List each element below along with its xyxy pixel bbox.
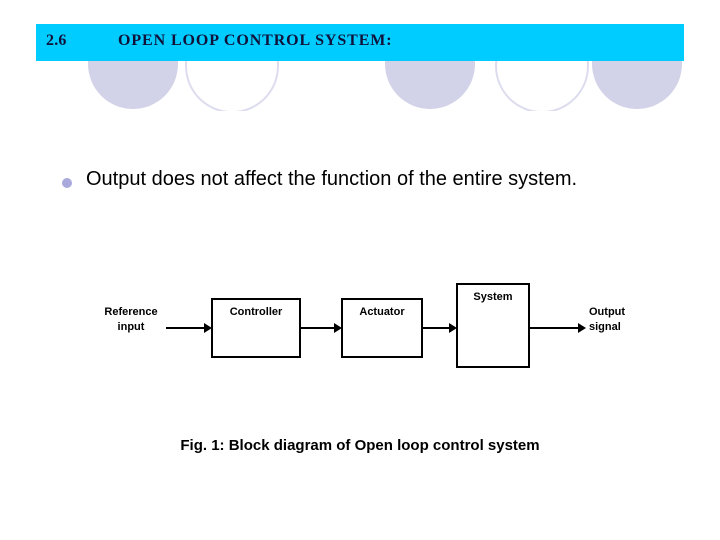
arrowhead-actuator-to-system-icon [449,323,457,333]
reference-input-label-line1: Reference [104,306,158,318]
block-actuator-label: Actuator [359,306,405,318]
bullet-list-item: Output does not affect the function of t… [58,168,698,202]
arrowhead-controller-to-actuator-icon [334,323,342,333]
page-title: OPEN LOOP CONTROL SYSTEM: [118,32,393,49]
block-actuator: Actuator [341,298,423,358]
reference-input-label-line2: input [117,321,145,333]
block-system-label: System [473,291,513,303]
connector-actuator-to-system [423,327,449,329]
header-banner: 2.6 OPEN LOOP CONTROL SYSTEM: [36,24,684,61]
decorative-circle-row [0,61,720,111]
section-number: 2.6 [46,32,67,49]
reference-input-label: Reference input [90,305,172,335]
bullet-marker-icon [62,178,72,188]
output-signal-label-line2: signal [589,321,621,333]
block-controller-label: Controller [229,306,283,318]
bullet-item-label: Output does not affect the function of t… [86,168,578,190]
arrowhead-input-to-controller-icon [204,323,212,333]
connector-system-to-output [530,327,578,329]
output-signal-label-line1: Output [589,306,626,318]
arrowhead-system-to-output-icon [578,323,586,333]
figure-caption: Fig. 1: Block diagram of Open loop contr… [180,437,540,454]
output-signal-label: Output signal [589,305,669,335]
connector-input-to-controller [166,327,204,329]
block-controller: Controller [211,298,301,358]
block-system: System [456,283,530,368]
connector-controller-to-actuator [301,327,334,329]
